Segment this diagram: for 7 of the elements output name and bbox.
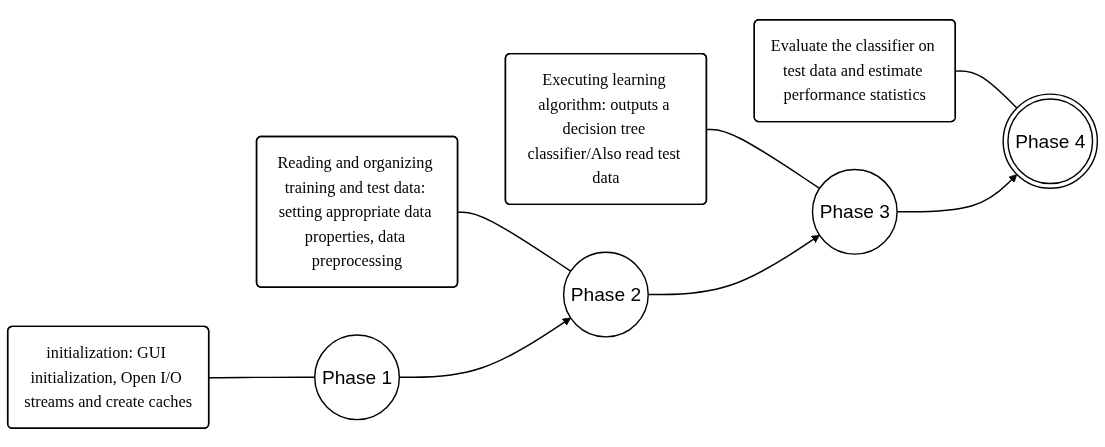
node-circle: Phase 3 xyxy=(811,168,898,255)
node-circle: Phase 4 xyxy=(1002,92,1099,189)
connector xyxy=(955,69,1018,109)
node-circle: Phase 2 xyxy=(562,251,649,338)
connector xyxy=(706,128,821,189)
node-circle: Phase 1 xyxy=(314,333,401,420)
connector xyxy=(457,210,572,272)
